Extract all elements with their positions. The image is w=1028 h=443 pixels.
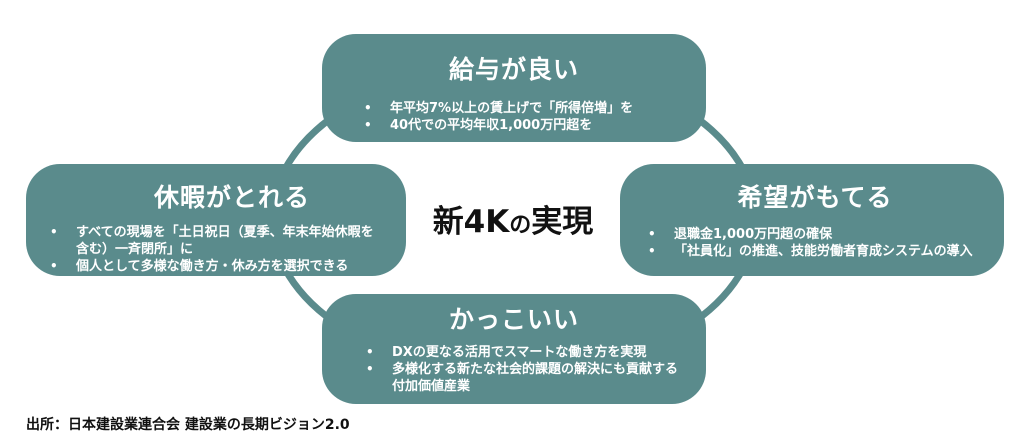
center-title-main: 新4K <box>432 204 510 240</box>
node-bullet: 多様化する新たな社会的課題の解決にも貢献する付加価値産業 <box>362 361 688 395</box>
node-bullet: 個人として多様な働き方・休み方を選択できる <box>46 258 386 275</box>
node-cool: かっこいい DXの更なる活用でスマートな働き方を実現 多様化する新たな社会的課題… <box>322 294 706 404</box>
node-title: 希望がもてる <box>737 183 893 212</box>
node-bullet-list: 年平均7%以上の賃上げで「所得倍増」を 40代での平均年収1,000万円超を <box>360 100 688 134</box>
node-bullet: DXの更なる活用でスマートな働き方を実現 <box>362 344 688 361</box>
center-title-end: 実現 <box>531 204 594 240</box>
node-title: 休暇がとれる <box>154 183 311 212</box>
node-bullet-list: DXの更なる活用でスマートな働き方を実現 多様化する新たな社会的課題の解決にも貢… <box>362 344 688 395</box>
node-holidays: 休暇がとれる すべての現場を「土日祝日（夏季、年末年始休暇を含む）一斉閉所」に … <box>26 164 406 276</box>
node-good-salary: 給与が良い 年平均7%以上の賃上げで「所得倍増」を 40代での平均年収1,000… <box>322 34 706 142</box>
node-title: かっこいい <box>448 305 579 334</box>
node-bullet: 退職金1,000万円超の確保 <box>644 226 986 243</box>
center-title-particle: の <box>509 213 532 238</box>
node-bullet: 「社員化」の推進、技能労働者育成システムの導入 <box>644 243 986 260</box>
node-title: 給与が良い <box>448 55 579 84</box>
node-bullet: 40代での平均年収1,000万円超を <box>360 117 688 134</box>
node-bullet: 年平均7%以上の賃上げで「所得倍増」を <box>360 100 688 117</box>
node-hope: 希望がもてる 退職金1,000万円超の確保 「社員化」の推進、技能労働者育成シス… <box>620 164 1004 276</box>
center-title: 新4Kの実現 <box>406 196 620 241</box>
node-bullet-list: 退職金1,000万円超の確保 「社員化」の推進、技能労働者育成システムの導入 <box>644 226 986 260</box>
source-citation: 出所：日本建設業連合会 建設業の長期ビジョン2.0 <box>26 417 350 433</box>
node-bullet-list: すべての現場を「土日祝日（夏季、年末年始休暇を含む）一斉閉所」に 個人として多様… <box>46 224 386 275</box>
node-bullet: すべての現場を「土日祝日（夏季、年末年始休暇を含む）一斉閉所」に <box>46 224 386 258</box>
